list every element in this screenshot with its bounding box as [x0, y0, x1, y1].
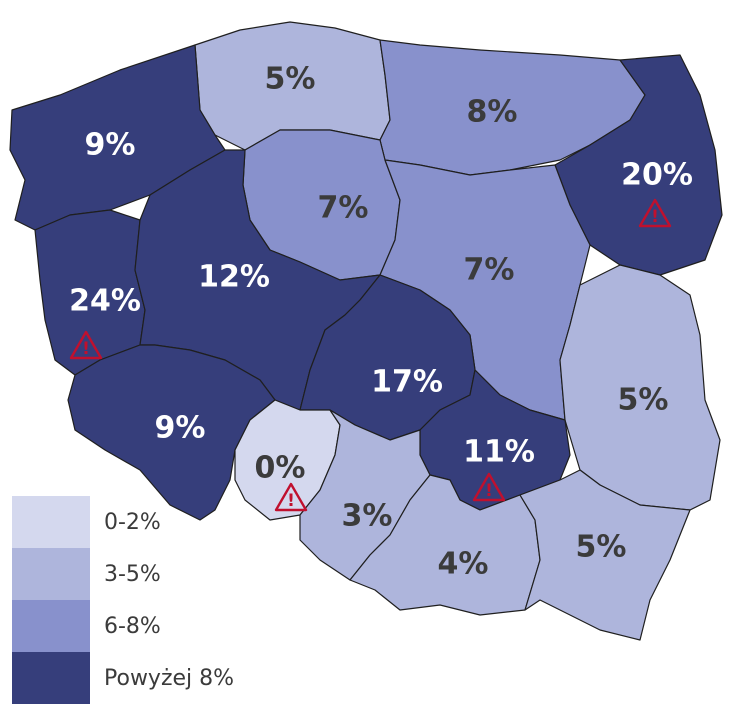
legend-item-3-5: 3-5%	[12, 548, 234, 600]
label-slaskie: 3%	[342, 499, 393, 534]
legend-swatch	[12, 652, 90, 704]
label-podlaskie: 20%	[621, 158, 693, 193]
label-wielkopolskie: 12%	[198, 260, 270, 295]
region-malopolskie[interactable]	[349, 474, 541, 616]
legend-label: 3-5%	[104, 561, 161, 587]
warning-triangle-icon: !	[274, 482, 308, 512]
label-warminsko-mazurskie: 8%	[467, 95, 518, 130]
label-lubuskie: 24%	[69, 284, 141, 319]
warning-triangle-icon: !	[472, 472, 506, 502]
label-mazowieckie: 7%	[464, 253, 515, 288]
legend-swatch	[12, 600, 90, 652]
svg-text:!: !	[82, 339, 90, 359]
svg-text:!: !	[287, 491, 295, 511]
label-lodzkie: 17%	[371, 365, 443, 400]
label-opolskie: 0%	[255, 451, 306, 486]
legend-swatch	[12, 496, 90, 548]
legend-item-0-2: 0-2%	[12, 496, 234, 548]
legend-label: 0-2%	[104, 509, 161, 535]
region-podkarpackie[interactable]	[519, 469, 691, 641]
region-lubelskie[interactable]	[559, 264, 721, 511]
label-dolnoslaskie: 9%	[155, 411, 206, 446]
label-malopolskie: 4%	[438, 547, 489, 582]
label-zachodniopomorskie: 9%	[85, 128, 136, 163]
region-warminsko-mazurskie[interactable]	[379, 39, 646, 176]
label-kujawsko-pomorskie: 7%	[318, 191, 369, 226]
warning-triangle-icon: !	[69, 330, 103, 360]
label-swietokrzyskie: 11%	[463, 435, 535, 470]
legend-label: 6-8%	[104, 613, 161, 639]
warning-triangle-icon: !	[638, 198, 672, 228]
label-pomorskie: 5%	[265, 62, 316, 97]
svg-text:!: !	[485, 481, 493, 501]
label-podkarpackie: 5%	[576, 530, 627, 565]
svg-text:!: !	[651, 207, 659, 227]
legend-item-above-8: Powyżej 8%	[12, 652, 234, 704]
legend-swatch	[12, 548, 90, 600]
legend: 0-2% 3-5% 6-8% Powyżej 8%	[12, 496, 234, 704]
legend-label: Powyżej 8%	[104, 665, 235, 691]
label-lubelskie: 5%	[618, 383, 669, 418]
legend-item-6-8: 6-8%	[12, 600, 234, 652]
